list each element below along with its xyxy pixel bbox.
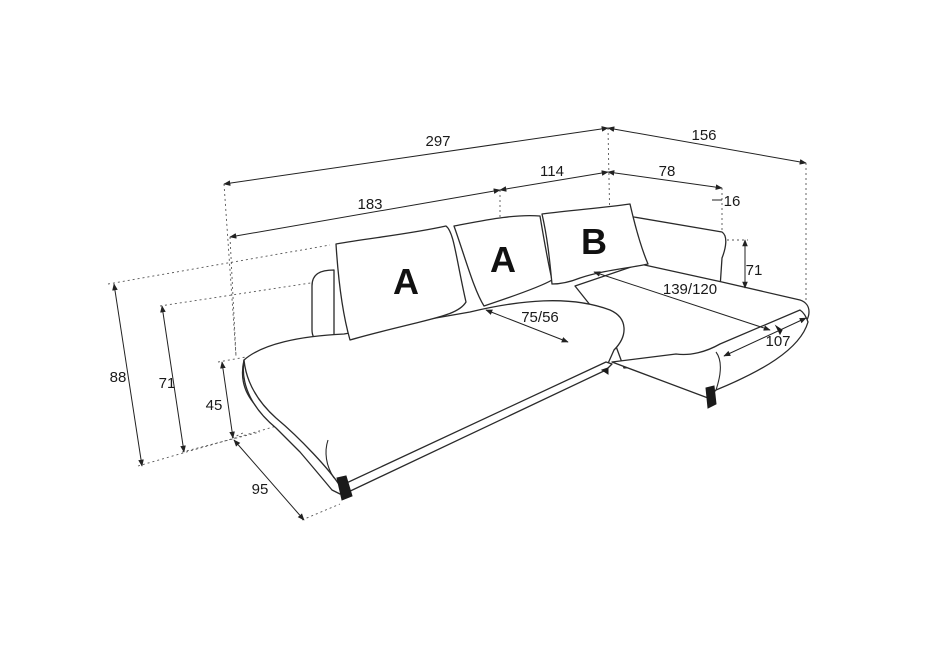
cushion-middle-label: A bbox=[490, 239, 516, 280]
dim-sofa-depth: 95 bbox=[252, 481, 269, 498]
dim-line-chaise-back bbox=[607, 170, 723, 190]
dim-chaise-depth-overall: 156 bbox=[691, 127, 716, 144]
dim-line-middle-section bbox=[499, 170, 609, 192]
cushion-right-label: B bbox=[581, 221, 607, 262]
left-backrest bbox=[311, 269, 335, 345]
dim-total-height: 88 bbox=[110, 369, 127, 386]
dim-sofa-section: 183 bbox=[357, 196, 382, 213]
dim-line-chaise-width bbox=[723, 317, 807, 357]
legs bbox=[336, 324, 783, 501]
dim-armrest-width: 16 bbox=[724, 193, 741, 210]
dim-seat-depth: 75/56 bbox=[521, 309, 559, 326]
front-leg bbox=[336, 475, 353, 501]
cushions: A A B bbox=[335, 203, 649, 341]
dimension-labels: 297 156 183 114 78 16 71 139/120 75/56 1… bbox=[110, 127, 791, 498]
dim-chaise-back: 78 bbox=[659, 163, 676, 180]
dim-line-back-height bbox=[160, 305, 186, 453]
cushion-left-label: A bbox=[393, 261, 419, 302]
dim-seat-height: 45 bbox=[206, 397, 223, 414]
dim-line-sofa-depth bbox=[233, 439, 305, 521]
cushion-right bbox=[541, 203, 649, 285]
dim-back-height: 71 bbox=[159, 375, 176, 392]
dimension-lines bbox=[112, 126, 807, 521]
main-seat bbox=[241, 300, 625, 493]
rear-leg bbox=[600, 367, 609, 375]
dim-line-total-length bbox=[223, 126, 609, 186]
dim-line-chaise-depth bbox=[607, 126, 807, 165]
dim-chaise-width: 107 bbox=[765, 333, 790, 350]
dim-line-seat-depth bbox=[485, 309, 569, 343]
dim-line-seat-height bbox=[220, 361, 235, 439]
dim-chaise-length: 139/120 bbox=[663, 281, 717, 298]
dim-total-length: 297 bbox=[425, 133, 450, 150]
dim-line-total-height bbox=[112, 283, 144, 467]
dim-chaise-back-height: 71 bbox=[746, 262, 763, 279]
chaise-leg bbox=[705, 385, 717, 409]
dim-line-sofa-section bbox=[229, 188, 501, 239]
dim-middle-section: 114 bbox=[540, 163, 564, 180]
